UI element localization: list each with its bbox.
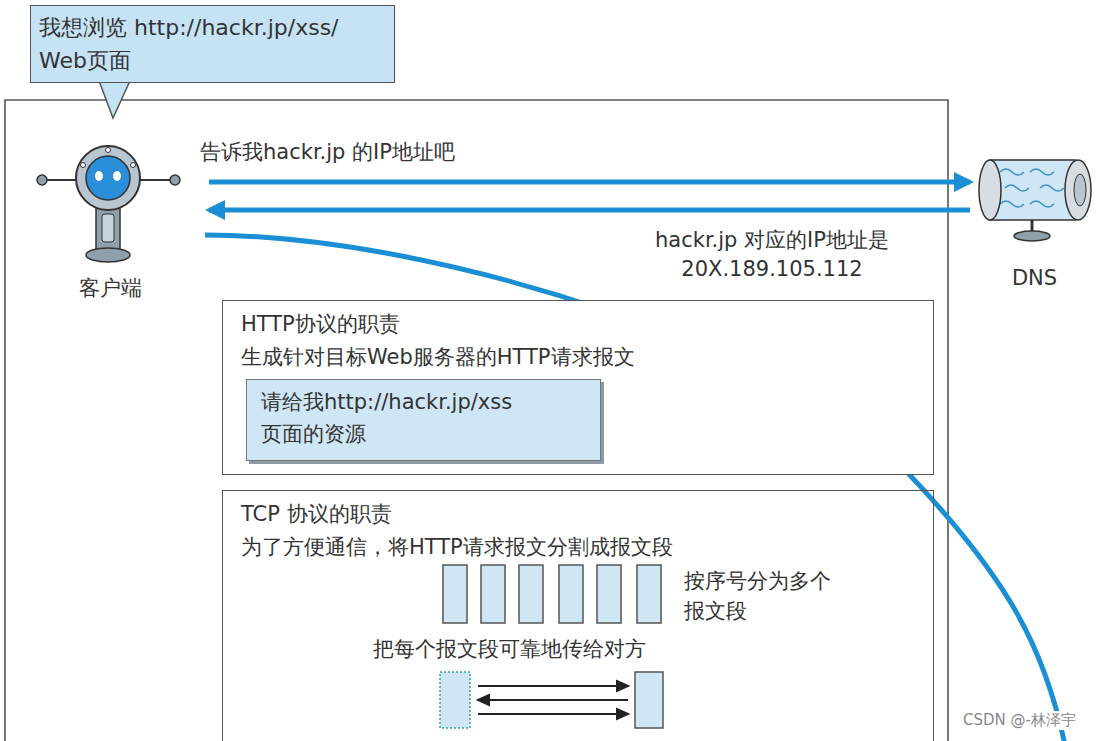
tcp-box: TCP 协议的职责为了方便通信，将HTTP请求报文分割成报文段按序号分为多个 报… bbox=[222, 490, 934, 741]
speech-bubble: 我想浏览 http://hackr.jp/xss/ Web页面 bbox=[30, 5, 395, 83]
box-text: 请给我http://hackr.jp/xss 页面的资源 bbox=[261, 387, 586, 450]
box-text: 客户端 bbox=[25, 273, 195, 303]
watermark: CSDN @-林泽宇 bbox=[963, 711, 1076, 730]
request-arrow bbox=[209, 180, 970, 185]
box-text: 把每个报文段可靠地传给对方 bbox=[373, 634, 646, 664]
arrow-label: 告诉我hackr.jp 的IP地址吧 bbox=[200, 138, 620, 167]
client-node: 客户端 bbox=[25, 140, 205, 310]
client-frame bbox=[5, 100, 948, 741]
box-text: DNS bbox=[972, 263, 1097, 293]
request-box: 请给我http://hackr.jp/xss 页面的资源 bbox=[246, 379, 601, 461]
http-box: HTTP协议的职责生成针对目标Web服务器的HTTP请求报文请给我http://… bbox=[222, 300, 934, 475]
request-arrow bbox=[209, 208, 970, 213]
box-text: 我想浏览 http://hackr.jp/xss/ Web页面 bbox=[39, 11, 384, 77]
box-text: 生成针对目标Web服务器的HTTP请求报文 bbox=[241, 342, 635, 372]
box-heading: HTTP协议的职责 bbox=[241, 309, 400, 339]
transfer-arrows bbox=[478, 681, 628, 719]
box-text: 为了方便通信，将HTTP请求报文分割成报文段 bbox=[241, 532, 673, 562]
box-text: 按序号分为多个 报文段 bbox=[684, 566, 874, 627]
arrow-label: hackr.jp 对应的IP地址是 20X.189.105.112 bbox=[612, 226, 932, 285]
flow-curve bbox=[205, 235, 1065, 741]
dns-server-icon bbox=[979, 160, 1091, 241]
box-heading: TCP 协议的职责 bbox=[241, 499, 392, 529]
robot-icon bbox=[37, 146, 180, 262]
dns-node: DNS bbox=[972, 150, 1107, 300]
